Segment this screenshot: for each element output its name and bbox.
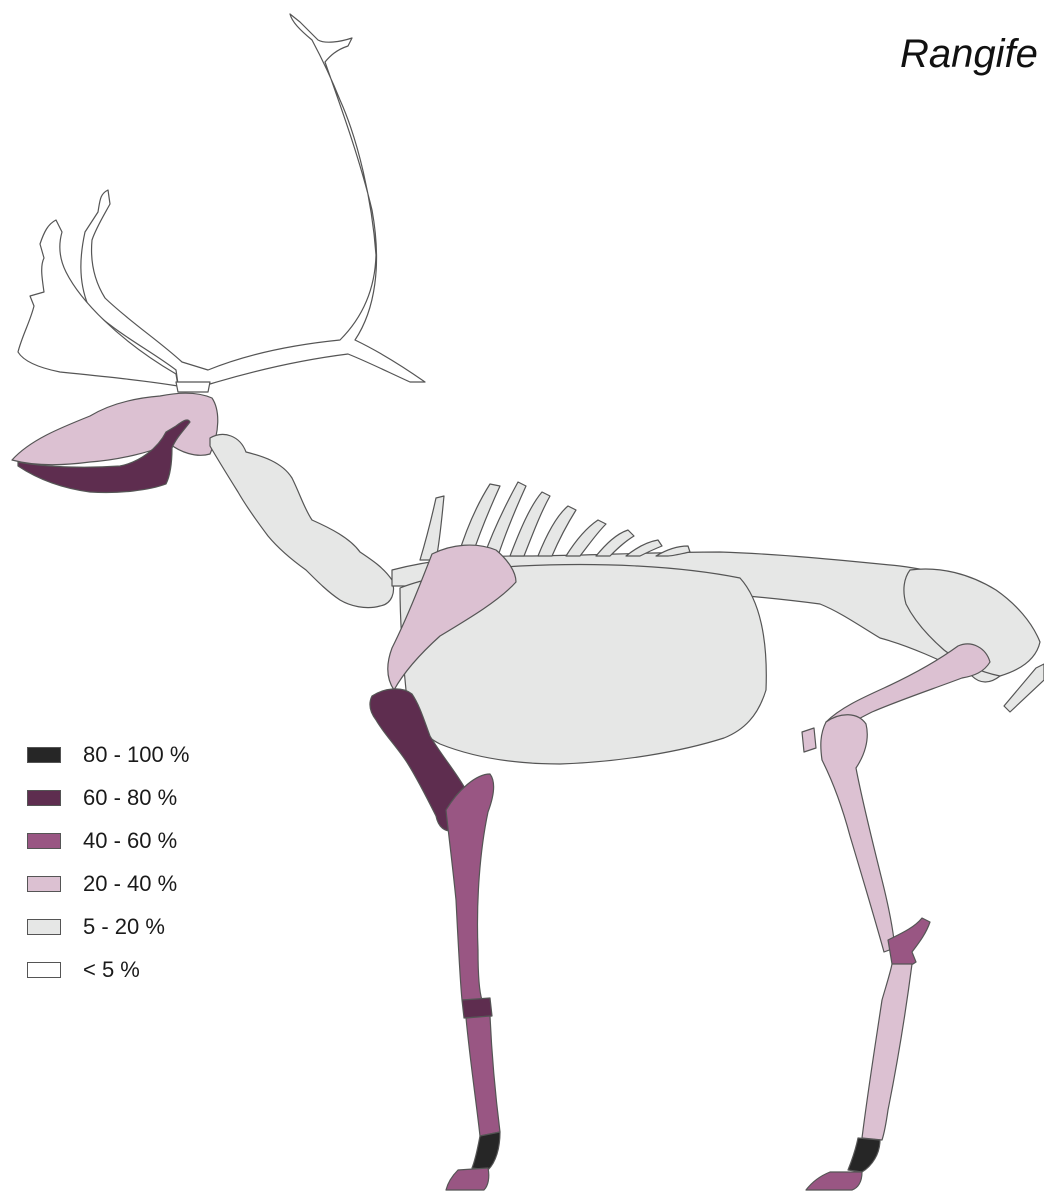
patella bbox=[802, 728, 816, 752]
legend-item: 20 - 40 % bbox=[27, 862, 189, 905]
front-hoof bbox=[446, 1168, 489, 1190]
legend-label: 20 - 40 % bbox=[83, 871, 177, 897]
legend-label: < 5 % bbox=[83, 957, 140, 983]
tarsals bbox=[888, 918, 930, 967]
legend-item: < 5 % bbox=[27, 948, 189, 991]
metacarpal bbox=[466, 1016, 500, 1136]
front-phalanx bbox=[472, 1132, 500, 1170]
hind-hoof bbox=[806, 1172, 862, 1190]
legend-item: 5 - 20 % bbox=[27, 905, 189, 948]
legend-swatch bbox=[27, 919, 61, 935]
cervical-vertebrae bbox=[210, 434, 394, 607]
hind-phalanx bbox=[848, 1138, 880, 1172]
legend-item: 40 - 60 % bbox=[27, 819, 189, 862]
tibia bbox=[821, 715, 900, 952]
legend-label: 80 - 100 % bbox=[83, 742, 189, 768]
legend-swatch bbox=[27, 747, 61, 763]
antler bbox=[81, 14, 425, 384]
legend-swatch bbox=[27, 876, 61, 892]
carpals bbox=[462, 998, 492, 1018]
legend-item: 60 - 80 % bbox=[27, 776, 189, 819]
legend-swatch bbox=[27, 790, 61, 806]
legend-label: 60 - 80 % bbox=[83, 785, 177, 811]
radius-ulna bbox=[446, 774, 494, 1000]
legend: 80 - 100 % 60 - 80 % 40 - 60 % 20 - 40 %… bbox=[27, 733, 189, 991]
skull bbox=[12, 393, 218, 465]
legend-item: 80 - 100 % bbox=[27, 733, 189, 776]
legend-label: 5 - 20 % bbox=[83, 914, 165, 940]
metatarsal bbox=[862, 964, 912, 1140]
legend-swatch bbox=[27, 833, 61, 849]
legend-swatch bbox=[27, 962, 61, 978]
legend-label: 40 - 60 % bbox=[83, 828, 177, 854]
antler-base bbox=[176, 382, 210, 392]
